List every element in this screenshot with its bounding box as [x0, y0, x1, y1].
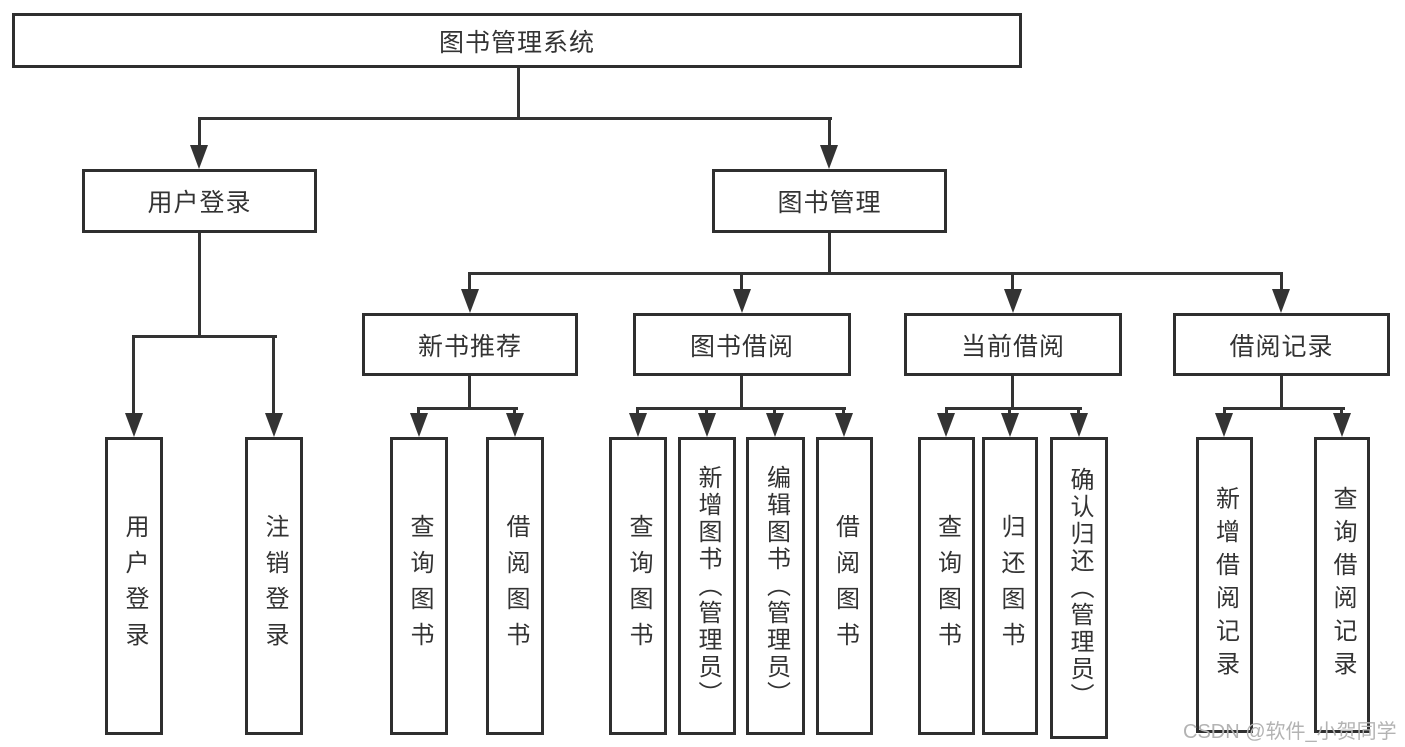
node-root: 图书管理系统: [12, 13, 1022, 68]
arrow-down-icon: [1070, 413, 1088, 437]
connector-line: [945, 407, 1082, 410]
node-current-borrow-label: 当前借阅: [960, 332, 1065, 361]
arrow-down-icon: [835, 413, 853, 437]
connector-line: [828, 118, 831, 148]
leaf-query-book-1-label: 查询图书: [406, 514, 433, 658]
arrow-down-icon: [265, 413, 283, 437]
node-book-borrow: 图书借阅: [633, 313, 851, 376]
leaf-logout: 注销登录: [245, 437, 303, 735]
watermark: CSDN @软件_小贺同学: [1183, 721, 1397, 743]
leaf-add-borrow-record: 新增借阅记录: [1196, 437, 1253, 733]
connector-line: [198, 117, 832, 120]
arrow-down-icon: [766, 413, 784, 437]
leaf-query-book-2: 查询图书: [609, 437, 667, 735]
node-user-login-label: 用户登录: [147, 189, 252, 217]
connector-line: [828, 233, 831, 275]
arrow-down-icon: [1001, 413, 1019, 437]
leaf-borrow-book-1: 借阅图书: [486, 437, 544, 735]
connector-line: [1280, 376, 1283, 410]
connector-line: [198, 118, 201, 148]
arrow-down-icon: [937, 413, 955, 437]
leaf-query-borrow-record-label: 查询借阅记录: [1329, 486, 1356, 684]
arrow-down-icon: [190, 145, 208, 169]
connector-line: [417, 407, 518, 410]
leaf-query-book-1: 查询图书: [390, 437, 448, 735]
connector-line: [468, 272, 1283, 275]
leaf-query-borrow-record: 查询借阅记录: [1314, 437, 1370, 733]
leaf-user-login: 用户登录: [105, 437, 163, 735]
leaf-edit-book-admin-label: 编辑图书（管理员）: [762, 464, 790, 708]
connector-line: [740, 273, 743, 293]
leaf-add-book-admin-label: 新增图书（管理员）: [694, 464, 721, 708]
leaf-query-book-2-label: 查询图书: [625, 514, 652, 658]
leaf-borrow-book-2: 借阅图书: [816, 437, 873, 735]
leaf-edit-book-admin: 编辑图书（管理员）: [746, 437, 805, 735]
node-current-borrow: 当前借阅: [904, 313, 1122, 376]
arrow-down-icon: [1272, 289, 1290, 313]
arrow-down-icon: [698, 413, 716, 437]
leaf-confirm-return-admin-label: 确认归还（管理员）: [1066, 466, 1093, 710]
connector-line: [1223, 407, 1345, 410]
leaf-return-book: 归还图书: [982, 437, 1038, 735]
connector-line: [1011, 376, 1014, 410]
connector-line: [132, 335, 277, 338]
connector-line: [198, 233, 201, 338]
leaf-borrow-book-1-label: 借阅图书: [502, 514, 529, 658]
leaf-add-book-admin: 新增图书（管理员）: [678, 437, 736, 735]
connector-line: [1280, 273, 1283, 293]
connector-line: [1011, 273, 1014, 293]
node-borrow-records: 借阅记录: [1173, 313, 1390, 376]
leaf-query-book-3: 查询图书: [918, 437, 975, 735]
node-new-book-recommend: 新书推荐: [362, 313, 578, 376]
leaf-query-book-3-label: 查询图书: [933, 514, 961, 658]
leaf-borrow-book-2-label: 借阅图书: [831, 514, 859, 658]
node-root-label: 图书管理系统: [438, 28, 595, 57]
arrow-down-icon: [1004, 289, 1022, 313]
leaf-user-login-label: 用户登录: [121, 514, 148, 658]
node-book-borrow-label: 图书借阅: [689, 332, 794, 361]
node-new-book-recommend-label: 新书推荐: [417, 332, 522, 361]
connector-line: [636, 407, 846, 410]
leaf-logout-label: 注销登录: [261, 514, 288, 658]
arrow-down-icon: [733, 289, 751, 313]
arrow-down-icon: [506, 413, 524, 437]
arrow-down-icon: [410, 413, 428, 437]
arrow-down-icon: [125, 413, 143, 437]
arrow-down-icon: [820, 145, 838, 169]
arrow-down-icon: [1215, 413, 1233, 437]
node-book-management: 图书管理: [712, 169, 947, 233]
node-book-management-label: 图书管理: [777, 189, 882, 217]
connector-line: [468, 273, 471, 293]
node-borrow-records-label: 借阅记录: [1229, 332, 1334, 361]
arrow-down-icon: [1333, 413, 1351, 437]
connector-line: [517, 68, 520, 120]
leaf-add-borrow-record-label: 新增借阅记录: [1211, 486, 1239, 684]
leaf-confirm-return-admin: 确认归还（管理员）: [1050, 437, 1108, 739]
connector-line: [132, 336, 135, 416]
connector-line: [468, 376, 471, 410]
leaf-return-book-label: 归还图书: [997, 514, 1024, 658]
node-user-login: 用户登录: [82, 169, 317, 233]
arrow-down-icon: [629, 413, 647, 437]
connector-line: [740, 376, 743, 410]
connector-line: [272, 336, 275, 416]
arrow-down-icon: [461, 289, 479, 313]
